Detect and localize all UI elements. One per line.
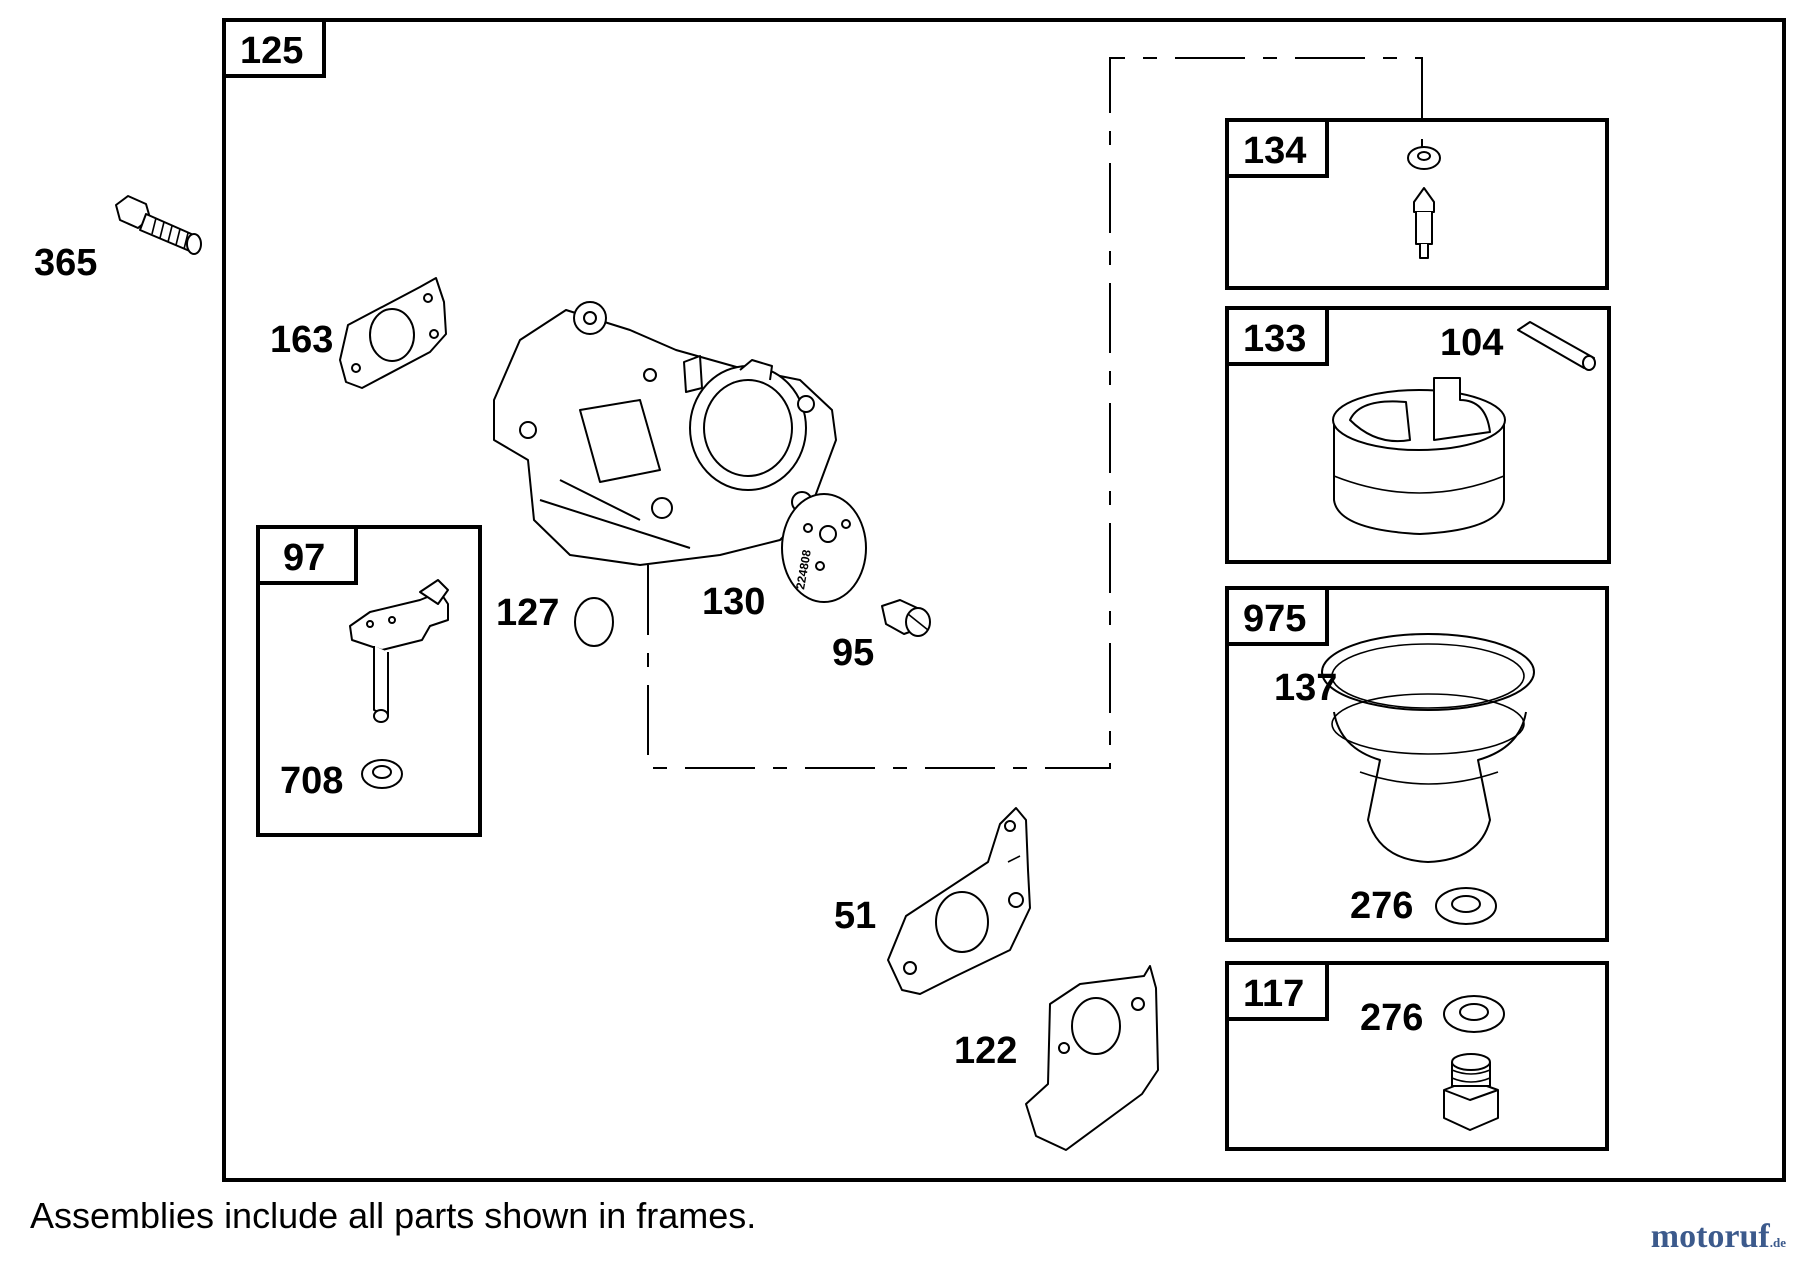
- gasket-163-drawing: [339, 277, 447, 389]
- washer-708-drawing: [361, 759, 403, 789]
- insulator-122-drawing: [1025, 965, 1159, 1151]
- assembly-frame-125: [222, 18, 1786, 1182]
- callout-104: 104: [1440, 322, 1503, 364]
- gasket-137-drawing: [1321, 633, 1535, 711]
- frame-label-117: 117: [1243, 973, 1304, 1015]
- callout-95: 95: [832, 632, 874, 674]
- disc-130-drawing: 224808: [781, 493, 867, 603]
- assembly-frame-133: [1225, 306, 1611, 564]
- frame-label-134: 134: [1243, 130, 1306, 172]
- washer-276b-drawing: [1443, 995, 1505, 1033]
- watermark-suffix: .de: [1769, 1235, 1786, 1250]
- callout-51: 51: [834, 895, 876, 937]
- float-133-drawing: [1332, 377, 1506, 535]
- frame-tag-975: [1225, 586, 1329, 646]
- frame-label-97: 97: [283, 537, 325, 579]
- watermark-text: motoruf: [1650, 1218, 1770, 1255]
- bowl-975-drawing: [1331, 693, 1527, 863]
- frame-tag-125: [222, 18, 326, 78]
- callout-130: 130: [702, 581, 765, 623]
- assembly-frame-975: [1225, 586, 1609, 942]
- gasket-51-drawing: [887, 807, 1031, 995]
- frame-label-133: 133: [1243, 318, 1306, 360]
- callout-276-bolt: 276: [1360, 997, 1423, 1039]
- screw-95-drawing: [881, 599, 931, 637]
- assembly-frame-97: [256, 525, 482, 837]
- float-97-drawing: [349, 579, 449, 723]
- callout-137: 137: [1274, 667, 1337, 709]
- needle-seat-134-drawing: [1407, 146, 1441, 259]
- frame-tag-97: [256, 525, 358, 585]
- callout-708: 708: [280, 760, 343, 802]
- pin-104-drawing: [1517, 321, 1596, 371]
- callout-163: 163: [270, 319, 333, 361]
- carburetor-body-drawing: [493, 301, 837, 566]
- bowl-bolt-117-drawing: [1443, 1053, 1499, 1131]
- plug-127-drawing: [574, 597, 614, 647]
- assembly-leader-line: [647, 57, 1423, 769]
- bolt-365-drawing: [115, 195, 202, 255]
- frame-label-975: 975: [1243, 598, 1306, 640]
- assembly-frame-134: [1225, 118, 1609, 290]
- callout-122: 122: [954, 1030, 1017, 1072]
- frame-tag-133: [1225, 306, 1329, 366]
- disc-marking: 224808: [793, 548, 814, 590]
- washer-276a-drawing: [1435, 887, 1497, 925]
- watermark-logo: motoruf.de: [1651, 1218, 1786, 1256]
- callout-365: 365: [34, 242, 97, 284]
- assembly-frame-117: [1225, 961, 1609, 1151]
- frame-tag-117: [1225, 961, 1329, 1021]
- callout-276-bowl: 276: [1350, 885, 1413, 927]
- callout-127: 127: [496, 592, 559, 634]
- frame-label-125: 125: [240, 30, 303, 72]
- footnote: Assemblies include all parts shown in fr…: [30, 1195, 757, 1236]
- frame-tag-134: [1225, 118, 1329, 178]
